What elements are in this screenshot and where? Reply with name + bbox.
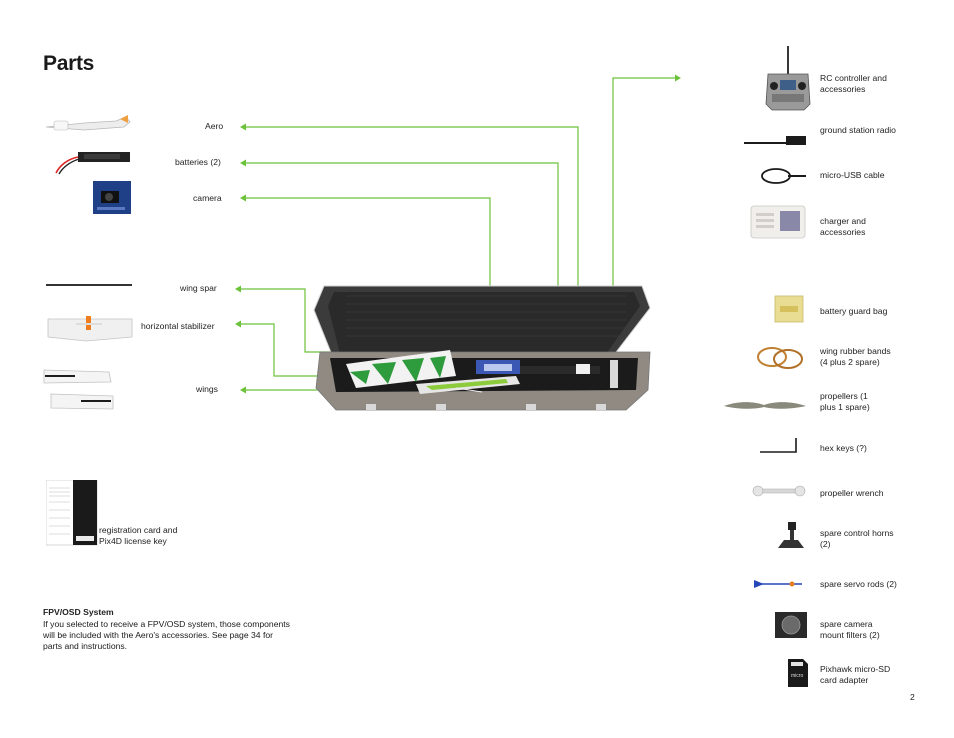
label-propellers: propellers (1 plus 1 spare) (820, 391, 870, 412)
label-charger: charger and accessories (820, 216, 866, 237)
propeller-wrench-image (752, 485, 806, 497)
rc-controller-image (765, 46, 811, 111)
wing-spar-image (46, 284, 132, 286)
label-rc-controller: RC controller and accessories (820, 73, 887, 94)
propellers-image (724, 402, 806, 409)
wings-image (43, 369, 114, 410)
page-number: 2 (910, 692, 915, 702)
label-sd-adapter: Pixhawk micro-SD card adapter (820, 664, 891, 685)
hex-keys-image (760, 438, 797, 453)
label-camera: camera (193, 193, 222, 203)
label-servo-rods: spare servo rods (2) (820, 579, 897, 589)
battery-image (55, 152, 130, 175)
camera-filters-image (775, 612, 807, 638)
case-image (313, 285, 651, 411)
label-aero: Aero (205, 121, 224, 131)
label-ground-station-radio: ground station radio (820, 125, 896, 135)
label-wing-rubber-bands: wing rubber bands (4 plus 2 spare) (820, 346, 891, 367)
svg-text:micro: micro (791, 673, 803, 679)
horizontal-stabilizer-image (47, 316, 133, 342)
micro-usb-image (761, 168, 806, 184)
label-hex-keys: hex keys (?) (820, 443, 867, 453)
aero-image (45, 115, 131, 131)
wing-rubber-bands-image (757, 347, 803, 369)
sd-adapter-image: micro (788, 659, 808, 687)
label-control-horns: spare control horns (2) (820, 528, 894, 549)
ground-station-radio-image (744, 136, 806, 145)
fpv-body: If you selected to receive a FPV/OSD sys… (43, 619, 290, 651)
label-camera-filters: spare camera mount filters (2) (820, 619, 880, 640)
battery-guard-bag-image (774, 295, 804, 323)
label-batteries: batteries (2) (175, 157, 221, 167)
charger-image (750, 205, 806, 239)
label-wing-spar: wing spar (180, 283, 217, 293)
aero-connector (245, 126, 579, 362)
page-title: Parts (43, 52, 95, 75)
camera-box-image (93, 181, 131, 214)
accessories-connector (612, 77, 676, 366)
registration-card-image (46, 480, 98, 546)
label-horizontal-stabilizer: horizontal stabilizer (141, 321, 215, 331)
label-propeller-wrench: propeller wrench (820, 488, 884, 498)
label-micro-usb: micro-USB cable (820, 170, 885, 180)
servo-rods-image (754, 580, 802, 588)
fpv-heading: FPV/OSD System (43, 607, 114, 617)
label-registration: registration card and Pix4D license key (99, 525, 178, 546)
label-battery-guard-bag: battery guard bag (820, 306, 888, 316)
control-horns-image (778, 522, 804, 548)
label-wings: wings (196, 384, 218, 394)
